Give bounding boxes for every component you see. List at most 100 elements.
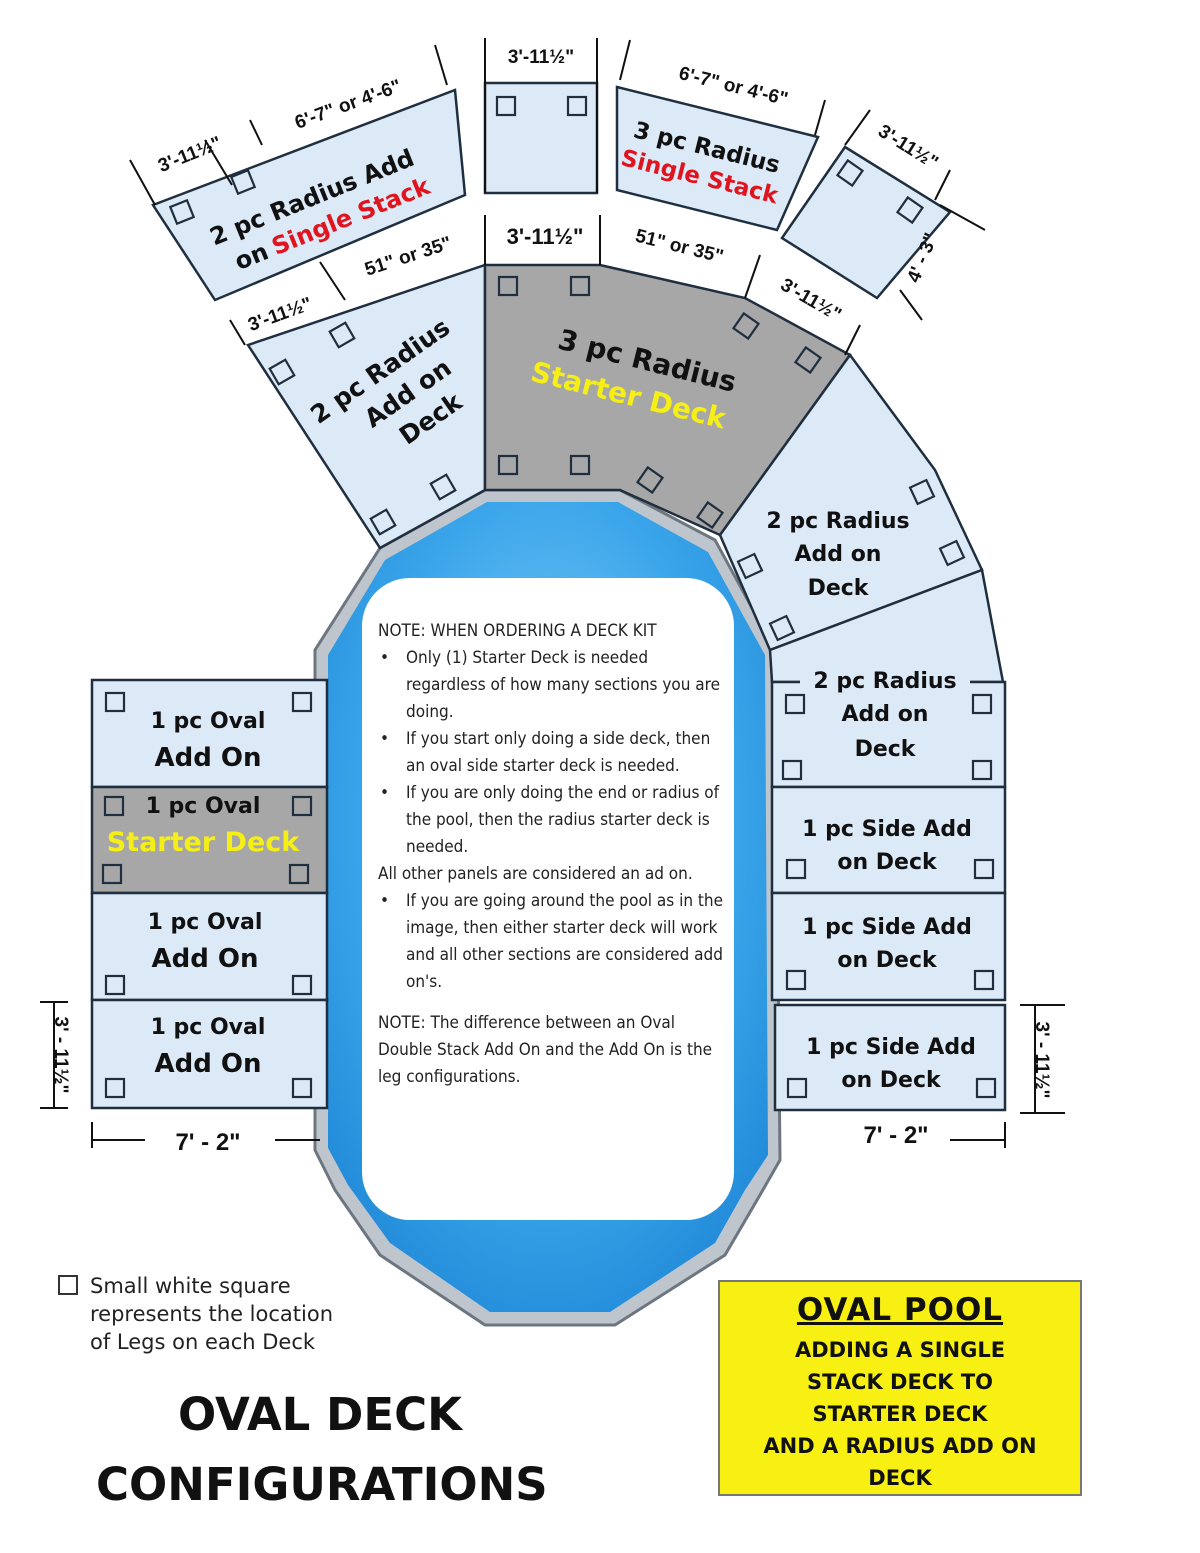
- left-panel-4-line2: Add On: [154, 1049, 261, 1079]
- leg-square-icon: [104, 974, 126, 996]
- leg-square-icon: [785, 858, 807, 880]
- note-bullet: If you are only doing the end or radius …: [380, 780, 726, 861]
- note-footer: NOTE: The difference between an Oval Dou…: [378, 1013, 713, 1087]
- leg-square-icon: [793, 345, 823, 375]
- left-starter-panel[interactable]: [90, 785, 329, 895]
- callout-box: OVAL POOL ADDING A SINGLE STACK DECK TO …: [718, 1280, 1082, 1496]
- leg-square-icon: [768, 614, 796, 642]
- right-panel-3-line1: 1 pc Side Add: [802, 915, 972, 940]
- legend-line: Small white square: [90, 1274, 291, 1298]
- radius-addon-right-label: 2 pc Radius Add on Deck: [766, 509, 909, 601]
- single-stack-left-panel[interactable]: [151, 88, 467, 302]
- single-stack-far-right-panel[interactable]: [780, 145, 952, 300]
- right-panel-2-line1: 1 pc Side Add: [802, 817, 972, 842]
- label-line: Deck: [808, 576, 870, 601]
- callout-line: STACK DECK TO: [806, 1370, 994, 1394]
- leg-square-icon: [908, 478, 936, 506]
- leg-markers: [101, 95, 997, 1099]
- leg-square-icon: [58, 1275, 78, 1295]
- left-starter-line1: 1 pc Oval: [146, 794, 261, 819]
- leg-square-icon: [104, 1077, 126, 1099]
- leg-square-icon: [229, 168, 257, 196]
- left-panel-4[interactable]: [90, 998, 329, 1110]
- leg-square-icon: [731, 311, 761, 341]
- right-panel-1[interactable]: [770, 680, 1007, 789]
- legend-line: represents the location: [90, 1302, 333, 1326]
- leg-square-icon: [635, 465, 665, 495]
- dim-top-center: 3'-11½": [508, 47, 574, 68]
- right-panel-4-line1: 1 pc Side Add: [806, 1035, 976, 1060]
- leg-square-icon: [328, 321, 356, 349]
- leg-square-icon: [291, 974, 313, 996]
- dim-mid-right-long: 51" or 35": [633, 226, 725, 268]
- leg-square-icon: [569, 275, 591, 297]
- leg-square-icon: [566, 95, 588, 117]
- leg-square-icon: [971, 693, 993, 715]
- note-bullet: If you are going around the pool as in t…: [380, 888, 726, 996]
- page-title: OVAL DECK CONFIGURATIONS: [96, 1380, 548, 1520]
- leg-square-icon: [736, 552, 764, 580]
- note-box: NOTE: WHEN ORDERING A DECK KIT Only (1) …: [362, 578, 734, 1220]
- dim-mid-right-short: 3'-11½": [777, 275, 845, 326]
- leg-square-icon: [103, 795, 125, 817]
- leg-square-icon: [786, 1077, 808, 1099]
- leg-square-icon: [291, 691, 313, 713]
- dim-right-height: 3' - 11½": [1031, 1022, 1052, 1099]
- dim-mid-center: 3'-11½": [507, 224, 584, 249]
- legend: Small white square represents the locati…: [58, 1272, 333, 1356]
- leg-square-icon: [101, 863, 123, 885]
- note-heading: NOTE: WHEN ORDERING A DECK KIT: [378, 621, 657, 641]
- leg-square-icon: [369, 508, 397, 536]
- top-center-single-stack-panel[interactable]: [483, 81, 599, 195]
- callout-line: DECK: [868, 1466, 932, 1490]
- leg-square-icon: [569, 454, 591, 476]
- left-panel-3-line2: Add On: [151, 944, 258, 974]
- dim-right-width: 7' - 2": [863, 1122, 928, 1149]
- leg-square-icon: [291, 1077, 313, 1099]
- title-line-1: OVAL DECK: [178, 1388, 462, 1441]
- dim-mid-left-long: 51" or 35": [362, 233, 454, 281]
- callout-heading: OVAL POOL: [796, 1292, 1004, 1328]
- note-bullets-2: If you are going around the pool as in t…: [378, 888, 726, 996]
- title-line-2: CONFIGURATIONS: [96, 1458, 548, 1511]
- leg-square-icon: [268, 358, 296, 386]
- single-stack-right-panel[interactable]: [615, 85, 820, 232]
- label-line: Add on: [842, 702, 929, 727]
- left-panel-1-line2: Add On: [154, 743, 261, 773]
- left-panel-3[interactable]: [90, 891, 329, 1002]
- label-line: Deck: [855, 737, 917, 762]
- leg-square-icon: [168, 198, 196, 226]
- leg-square-icon: [429, 473, 457, 501]
- callout-line: AND A RADIUS ADD ON: [763, 1434, 1037, 1458]
- leg-square-icon: [971, 759, 993, 781]
- leg-square-icon: [497, 275, 519, 297]
- legend-line: of Legs on each Deck: [90, 1330, 316, 1354]
- leg-square-icon: [973, 858, 995, 880]
- leg-square-icon: [938, 539, 966, 567]
- note-bullet: If you start only doing a side deck, the…: [380, 726, 726, 780]
- leg-square-icon: [695, 500, 725, 530]
- label-line: 2 pc Radius: [766, 509, 909, 534]
- leg-square-icon: [975, 1077, 997, 1099]
- left-panel-4-line1: 1 pc Oval: [151, 1015, 266, 1040]
- leg-square-icon: [895, 195, 925, 225]
- dim-top-right-long: 6'-7" or 4'-6": [677, 63, 790, 110]
- leg-square-icon: [785, 969, 807, 991]
- dimension-lines: [40, 38, 1065, 1148]
- leg-square-icon: [291, 795, 313, 817]
- leg-square-icon: [497, 454, 519, 476]
- note-extra: All other panels are considered an ad on…: [378, 864, 693, 884]
- left-panel-1-line1: 1 pc Oval: [151, 709, 266, 734]
- left-panel-3-line1: 1 pc Oval: [148, 910, 263, 935]
- leg-square-icon: [973, 969, 995, 991]
- right-panel-3[interactable]: [770, 891, 1007, 1002]
- callout-line: STARTER DECK: [812, 1402, 988, 1426]
- right-panel-4[interactable]: [773, 1003, 1007, 1112]
- note-bullets: Only (1) Starter Deck is needed regardle…: [378, 645, 726, 861]
- leg-square-icon: [784, 693, 806, 715]
- right-panel-3-line2: on Deck: [837, 948, 938, 973]
- dim-left-width: 7' - 2": [175, 1129, 240, 1156]
- label-line: Add on: [795, 542, 882, 567]
- leg-square-icon: [495, 95, 517, 117]
- leg-square-icon: [104, 691, 126, 713]
